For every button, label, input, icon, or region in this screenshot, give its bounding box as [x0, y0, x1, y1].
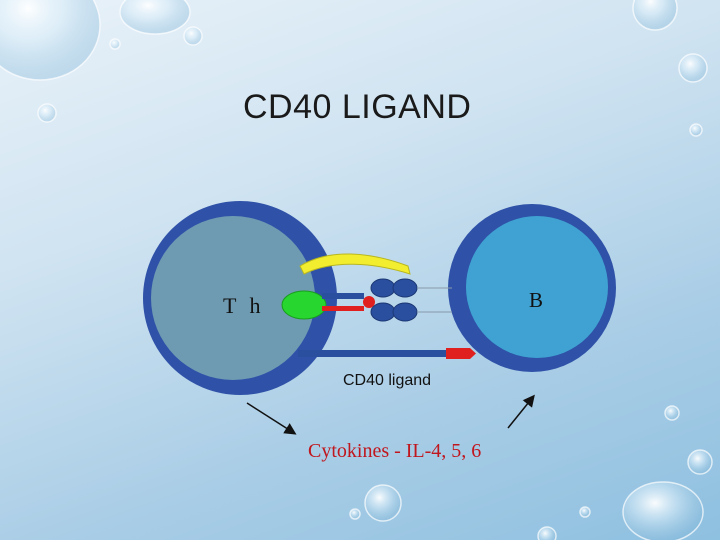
water-drop — [0, 0, 101, 81]
cd40-receptor — [446, 348, 476, 359]
water-drop — [537, 526, 557, 540]
water-drop — [632, 0, 678, 31]
water-drop — [687, 449, 713, 475]
water-drop — [678, 53, 708, 83]
cytokine-arrow-right — [507, 394, 535, 429]
cytokine-arrow-left — [246, 402, 297, 435]
tcr-green — [281, 290, 327, 320]
th-cell-cytoplasm — [151, 216, 315, 380]
antigen-peptide — [363, 296, 375, 308]
th-cell — [143, 201, 337, 395]
b-cell — [448, 204, 616, 372]
slide-title: CD40 LIGAND — [243, 88, 472, 126]
mhc-domain — [370, 278, 396, 298]
adhesion-molecule — [299, 253, 411, 275]
water-drop — [579, 506, 591, 518]
cd40-ligand-bar — [298, 350, 448, 357]
th-cell-label: T h — [223, 293, 265, 318]
mhc-molecule — [370, 278, 418, 322]
water-drop — [689, 123, 703, 137]
water-drop — [622, 481, 704, 540]
receptor-bar-red — [322, 306, 364, 311]
water-drop — [664, 405, 680, 421]
b-cell-cytoplasm — [466, 216, 608, 358]
receptor-bar-blue — [322, 293, 364, 299]
b-cell-label: B — [529, 288, 544, 312]
mhc-domain — [370, 302, 396, 322]
water-drop — [349, 508, 361, 520]
mhc-domain — [392, 302, 418, 322]
water-drop — [119, 0, 191, 35]
mhc-domain — [392, 278, 418, 298]
cd40-ligand-label: CD40 ligand — [343, 372, 432, 389]
water-drop — [364, 484, 402, 522]
cytokines-label: Cytokines - IL-4, 5, 6 — [308, 440, 482, 462]
water-drop — [183, 26, 203, 46]
water-drop — [109, 38, 121, 50]
water-drop — [37, 103, 57, 123]
